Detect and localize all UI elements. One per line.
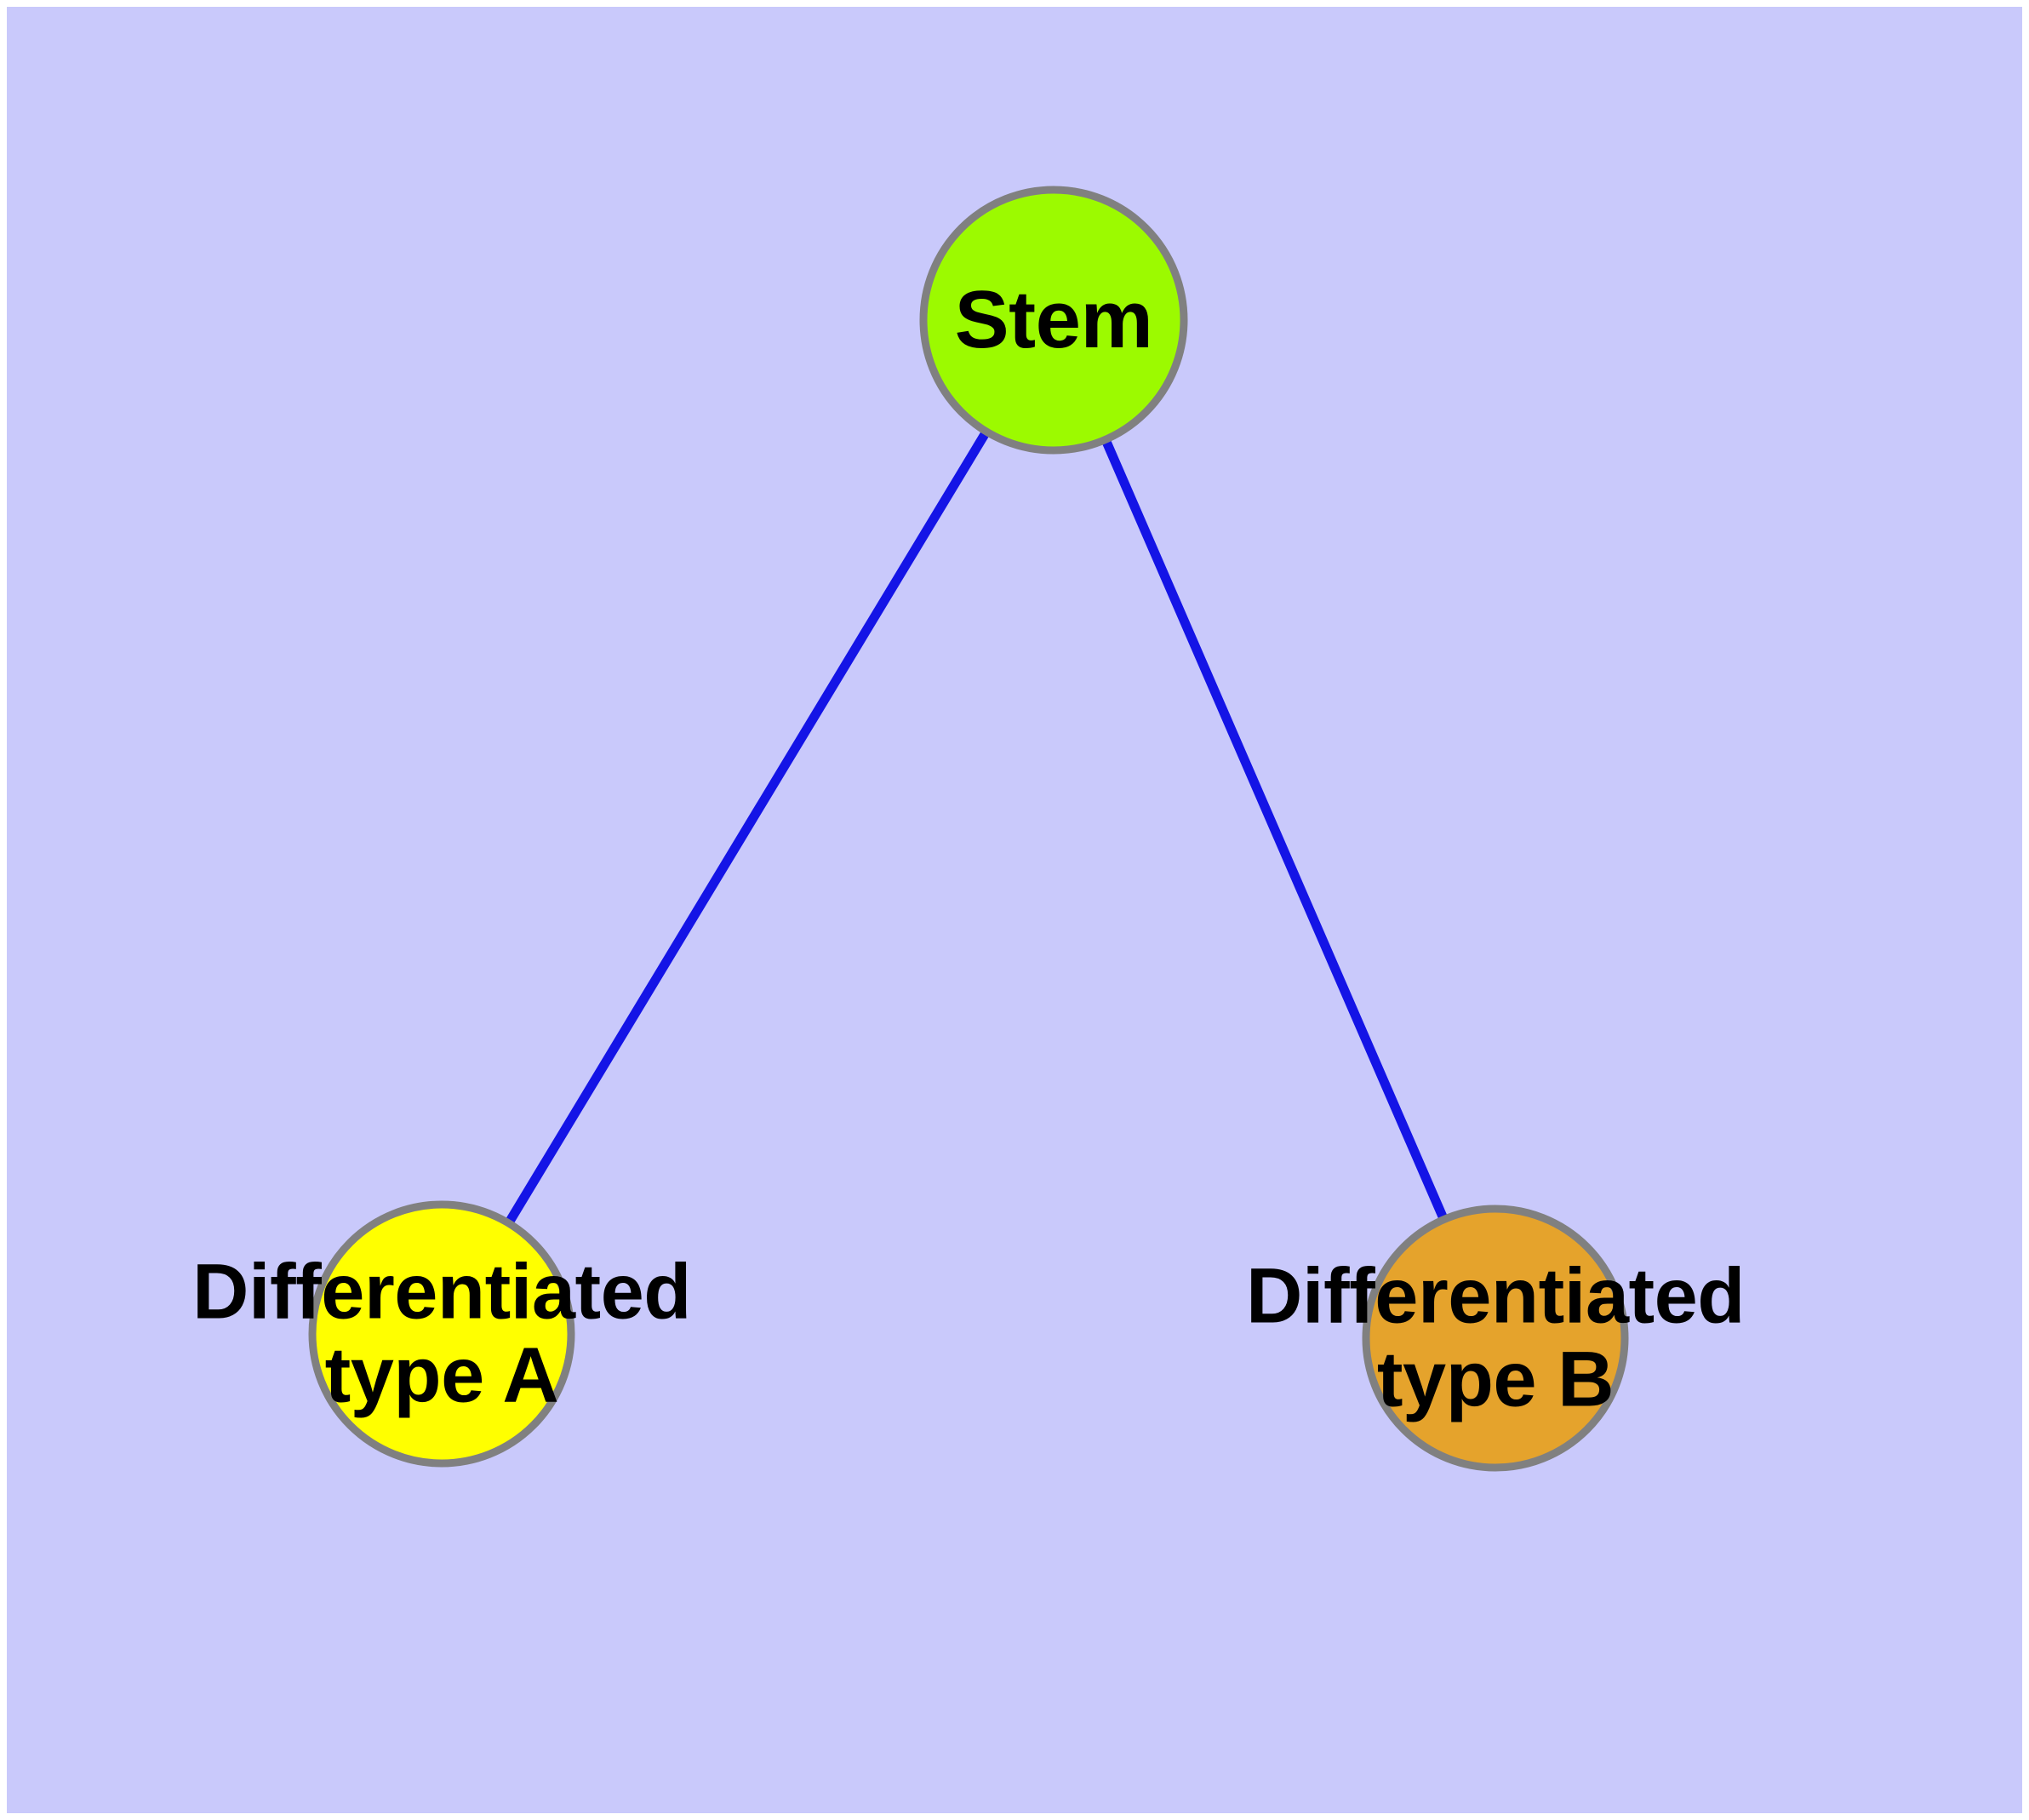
edge-stem-to-differentiated-b[interactable] bbox=[1049, 315, 1500, 1343]
node-stem[interactable] bbox=[919, 186, 1188, 455]
edge-layer bbox=[437, 315, 1500, 1343]
edge-stem-to-differentiated-a[interactable] bbox=[437, 315, 1059, 1339]
node-differentiated-type-b[interactable] bbox=[1362, 1205, 1629, 1472]
node-layer bbox=[308, 186, 1629, 1472]
node-differentiated-type-a[interactable] bbox=[308, 1200, 575, 1468]
